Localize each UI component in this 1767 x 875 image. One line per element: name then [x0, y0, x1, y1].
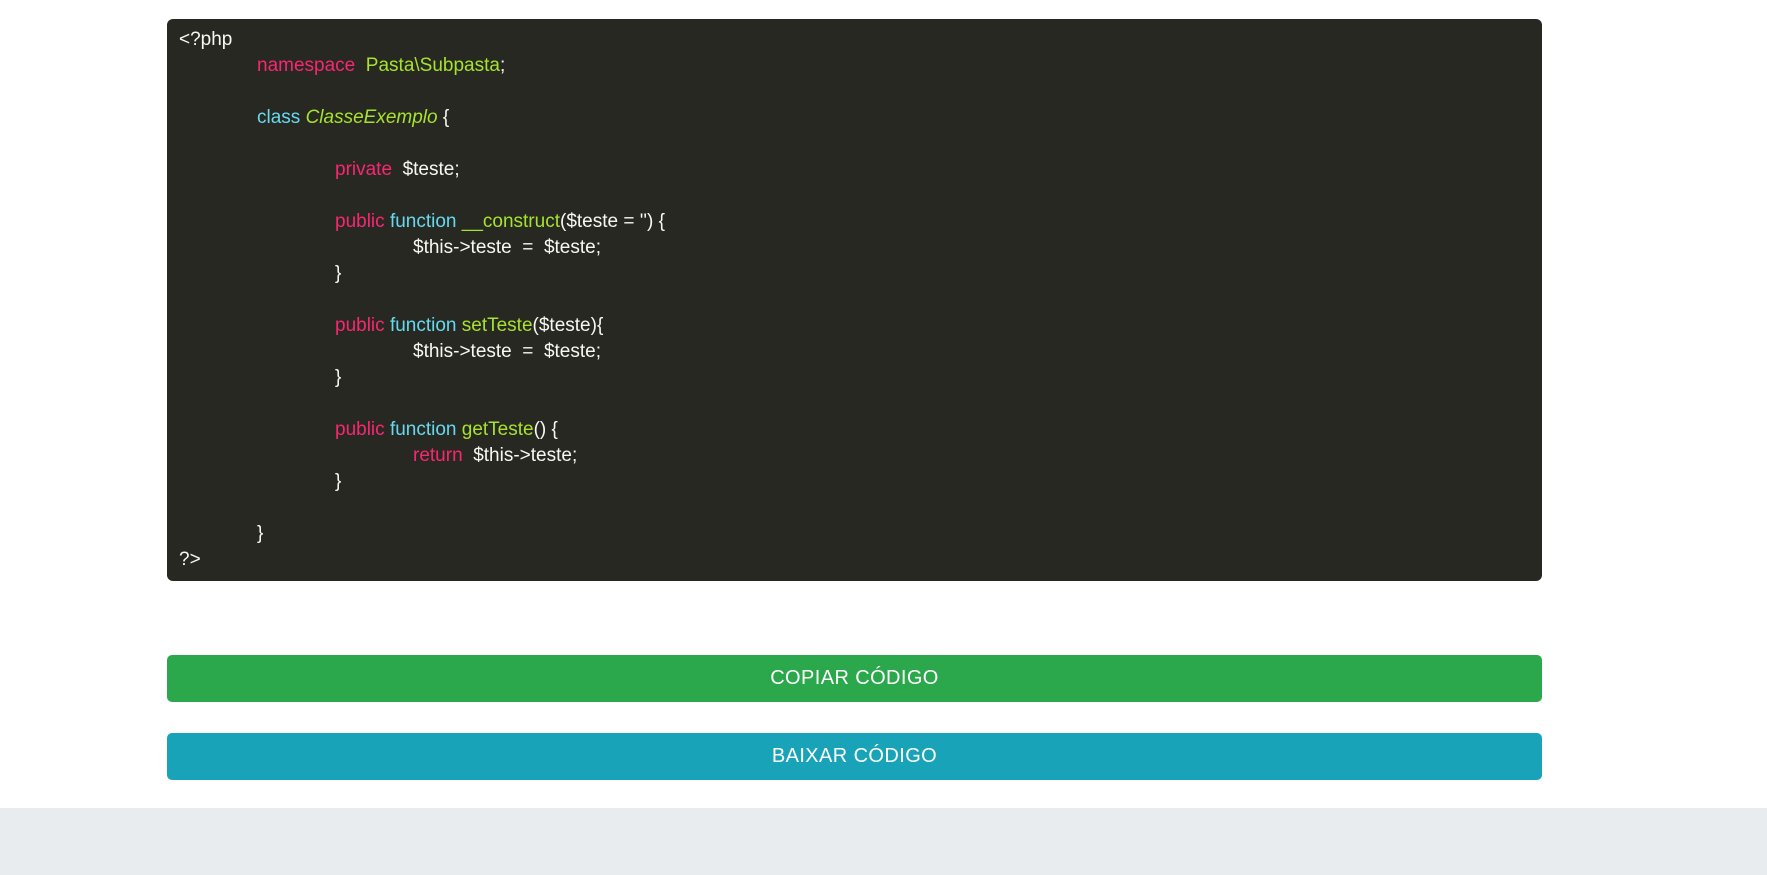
code-line: }	[179, 261, 1530, 287]
code-token-plain: }	[335, 367, 342, 388]
code-token-definition: getTeste	[461, 419, 534, 440]
download-code-button[interactable]: BAIXAR CÓDIGO	[167, 733, 1542, 780]
code-token-plain: {	[437, 107, 450, 128]
code-line: public function getTeste() {	[179, 417, 1530, 443]
code-line: return $this->teste;	[179, 443, 1530, 469]
code-line	[179, 79, 1530, 105]
code-token-plain: $this->teste = $teste;	[413, 341, 601, 362]
main-content: <?php namespace Pasta\Subpasta; class Cla…	[167, 19, 1542, 780]
code-token-storage: class	[257, 107, 301, 128]
code-token-plain: ($teste){	[532, 315, 604, 336]
code-line: private $teste;	[179, 157, 1530, 183]
code-token-definition: setTeste	[461, 315, 533, 336]
code-token-plain: }	[257, 523, 264, 544]
code-token-storage: function	[389, 315, 457, 336]
code-token-plain: }	[335, 263, 342, 284]
copy-code-button[interactable]: COPIAR CÓDIGO	[167, 655, 1542, 702]
code-line: public function __construct($teste = '')…	[179, 209, 1530, 235]
code-line: }	[179, 521, 1530, 547]
code-token-keyword: public	[335, 315, 385, 336]
code-token-plain: ;	[499, 55, 506, 76]
code-token-plain: }	[335, 471, 342, 492]
code-token-keyword: public	[335, 211, 385, 232]
code-token-storage: function	[389, 211, 457, 232]
code-line	[179, 495, 1530, 521]
code-token-keyword: namespace	[257, 55, 356, 76]
footer-strip	[0, 808, 1767, 875]
code-line	[179, 391, 1530, 417]
code-token-plain: ($teste = '') {	[560, 211, 665, 232]
code-line: $this->teste = $teste;	[179, 235, 1530, 261]
code-token-keyword: public	[335, 419, 385, 440]
code-token-plain: () {	[533, 419, 558, 440]
code-token-definition-italic: ClasseExemplo	[305, 107, 438, 128]
code-line: <?php	[179, 27, 1530, 53]
code-token-plain: $this->teste;	[462, 445, 578, 466]
code-token-plain: $teste;	[392, 159, 460, 180]
code-token-plain: ?>	[179, 549, 201, 570]
code-line	[179, 183, 1530, 209]
code-token-definition: Pasta\Subpasta	[365, 55, 500, 76]
code-line: public function setTeste($teste){	[179, 313, 1530, 339]
code-line: }	[179, 469, 1530, 495]
code-line: namespace Pasta\Subpasta;	[179, 53, 1530, 79]
code-line: ?>	[179, 547, 1530, 573]
code-token-keyword: return	[413, 445, 463, 466]
code-line	[179, 131, 1530, 157]
code-line: class ClasseExemplo {	[179, 105, 1530, 131]
code-line: }	[179, 365, 1530, 391]
code-token-keyword: private	[335, 159, 393, 180]
code-line: $this->teste = $teste;	[179, 339, 1530, 365]
code-token-plain	[355, 55, 366, 76]
php-code-block: <?php namespace Pasta\Subpasta; class Cla…	[167, 19, 1542, 581]
code-line	[179, 287, 1530, 313]
code-token-plain: <?php	[179, 29, 233, 50]
code-token-plain: $this->teste = $teste;	[413, 237, 601, 258]
code-token-definition: __construct	[461, 211, 560, 232]
code-token-storage: function	[389, 419, 457, 440]
